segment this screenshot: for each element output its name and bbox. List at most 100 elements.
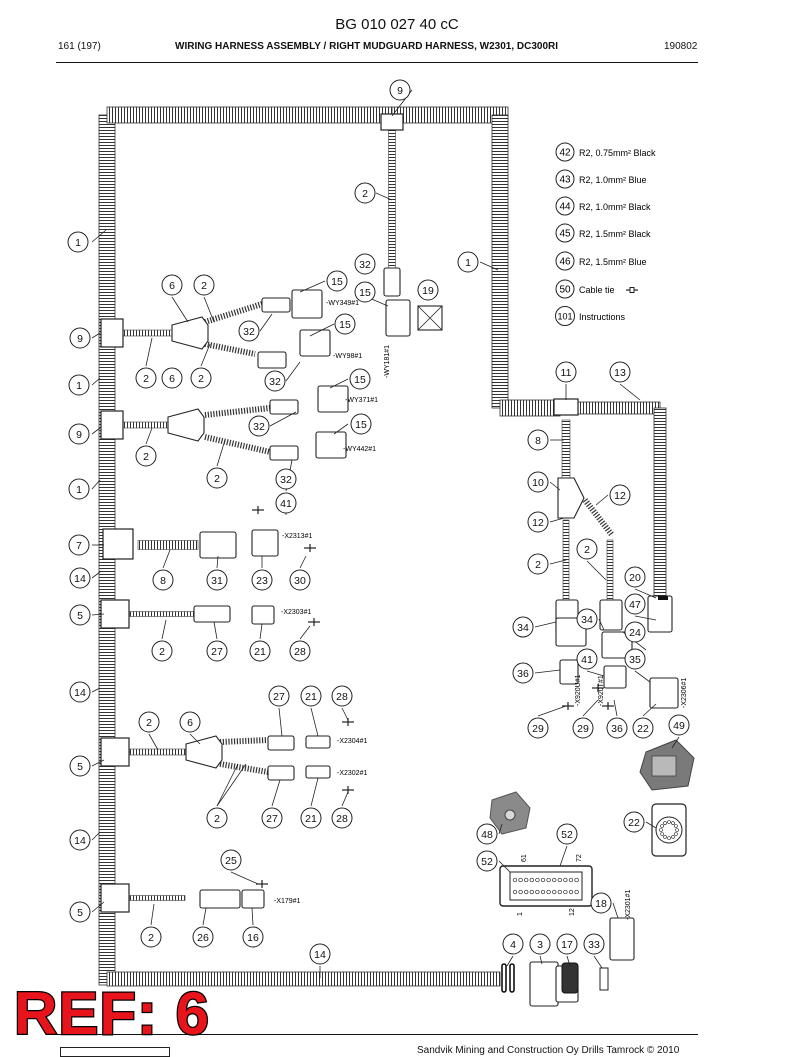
callout-bubble: 3 bbox=[529, 933, 551, 955]
callout-bubble: 1 bbox=[67, 231, 89, 253]
callout-circle bbox=[193, 274, 215, 296]
legend-number: 45 bbox=[559, 229, 571, 240]
leader-line bbox=[539, 955, 543, 965]
callout-bubble: 19 bbox=[417, 279, 439, 301]
callout-number: 27 bbox=[273, 691, 285, 703]
callout-number: 13 bbox=[614, 367, 626, 379]
callout-number: 5 bbox=[77, 907, 83, 919]
connector-label: -WY98#1 bbox=[333, 353, 362, 360]
leader-line bbox=[559, 845, 568, 867]
callout-bubble: 2 bbox=[190, 367, 212, 389]
conduit bbox=[653, 407, 667, 597]
plug-connector bbox=[647, 595, 673, 633]
callout-bubble: 32 bbox=[238, 320, 260, 342]
callout-bubble: 14 bbox=[69, 681, 91, 703]
callout-bubble: 25 bbox=[220, 849, 242, 871]
callout-circle bbox=[576, 538, 598, 560]
legend-number: 101 bbox=[557, 312, 572, 322]
callout-circle bbox=[502, 933, 524, 955]
connector-label: -X2304#1 bbox=[337, 738, 367, 745]
callout-number: 32 bbox=[280, 474, 292, 486]
connector-pin bbox=[675, 828, 679, 832]
callout-bubble: 26 bbox=[192, 926, 214, 948]
callout-number: 4 bbox=[510, 939, 516, 951]
page-title: WIRING HARNESS ASSEMBLY / RIGHT MUDGUARD… bbox=[175, 41, 559, 52]
callout-number: 5 bbox=[77, 761, 83, 773]
connector-pin bbox=[524, 889, 529, 895]
connector-pin bbox=[563, 877, 568, 883]
callout-number: 35 bbox=[629, 654, 641, 666]
callout-bubble: 28 bbox=[289, 640, 311, 662]
callout-bubble: 12 bbox=[609, 484, 631, 506]
callout-bubble: 2 bbox=[206, 467, 228, 489]
callout-bubble: 6 bbox=[179, 711, 201, 733]
leader-line bbox=[91, 377, 101, 386]
connector-pin bbox=[667, 820, 671, 824]
plug-connector bbox=[269, 399, 299, 415]
callout-bubble: 52 bbox=[556, 823, 578, 845]
connector-label: -X2306#1 bbox=[681, 678, 688, 708]
callout-circle bbox=[555, 361, 577, 383]
callout-circle bbox=[590, 892, 612, 914]
leader-line bbox=[271, 779, 281, 807]
callout-bubble: 18 bbox=[590, 892, 612, 914]
callout-bubble: 49 bbox=[668, 714, 690, 736]
leader-line bbox=[479, 261, 499, 271]
legend-label: Cable tie bbox=[579, 285, 615, 295]
callout-number: 14 bbox=[314, 949, 326, 961]
connector-pin bbox=[512, 877, 518, 883]
ref-stamp: REF: 6 bbox=[13, 980, 211, 1047]
callout-number: 49 bbox=[673, 720, 685, 732]
leader-line bbox=[91, 613, 105, 616]
callout-number: 15 bbox=[355, 419, 367, 431]
callout-bubble: 2 bbox=[140, 926, 162, 948]
connector-label: -WY181#1 bbox=[384, 345, 391, 378]
callout-circle bbox=[417, 279, 439, 301]
callout-number: 28 bbox=[294, 646, 306, 658]
callout-number: 32 bbox=[243, 326, 255, 338]
leader-line bbox=[309, 323, 335, 337]
callout-number: 30 bbox=[294, 575, 306, 587]
plug-connector bbox=[385, 299, 411, 337]
legend-number: 43 bbox=[559, 175, 571, 186]
callout-circle bbox=[275, 468, 297, 490]
connector-pin bbox=[518, 889, 523, 895]
branch-cable bbox=[137, 540, 199, 550]
callout-number: 32 bbox=[359, 259, 371, 271]
callout-number: 22 bbox=[637, 723, 649, 735]
callout-circle bbox=[69, 327, 91, 349]
callout-bubble: 31 bbox=[206, 569, 228, 591]
callout-circle bbox=[206, 569, 228, 591]
leader-line bbox=[91, 759, 105, 767]
callout-bubble: 47 bbox=[624, 593, 646, 615]
callout-number: 12 bbox=[614, 490, 626, 502]
callout-bubble: 20 bbox=[624, 566, 646, 588]
plug-connector bbox=[299, 329, 331, 357]
leader-line bbox=[619, 383, 641, 401]
callout-circle bbox=[527, 553, 549, 575]
callout-number: 41 bbox=[581, 654, 593, 666]
callout-circle bbox=[609, 361, 631, 383]
connector-pin bbox=[524, 877, 529, 883]
callout-number: 15 bbox=[331, 276, 343, 288]
branch-cable bbox=[129, 895, 186, 901]
callout-circle bbox=[179, 711, 201, 733]
callout-number: 2 bbox=[159, 646, 165, 658]
callout-circle bbox=[68, 423, 90, 445]
page-number: 161 (197) bbox=[58, 41, 101, 52]
connector-pin bbox=[674, 824, 678, 828]
callout-number: 20 bbox=[629, 572, 641, 584]
copyright-text: Sandvik Mining and Construction Oy Drill… bbox=[417, 1045, 680, 1056]
callout-bubble: 41 bbox=[576, 648, 598, 670]
leader-line bbox=[549, 559, 567, 565]
callout-circle bbox=[69, 567, 91, 589]
callout-number: 28 bbox=[336, 813, 348, 825]
y-splitter bbox=[185, 735, 223, 769]
leader-line bbox=[612, 902, 619, 919]
callout-number: 1 bbox=[76, 380, 82, 392]
plug-connector bbox=[251, 605, 275, 625]
plug-connector bbox=[649, 677, 679, 709]
branch-cable bbox=[219, 737, 269, 745]
callout-circle bbox=[268, 685, 290, 707]
